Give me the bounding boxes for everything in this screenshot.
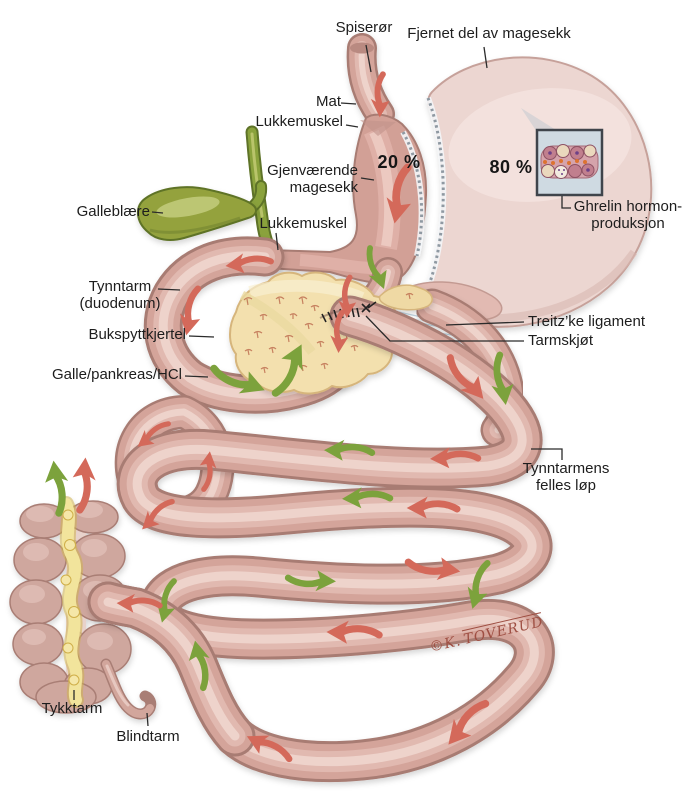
red-flow-arrow bbox=[404, 557, 461, 580]
green-flow-arrow bbox=[467, 560, 491, 609]
red-flow-arrow bbox=[142, 498, 175, 530]
red-flow-arrow bbox=[430, 447, 482, 469]
red-flow-arrow bbox=[179, 285, 202, 336]
label-tynntarm-duodenum: Tynntarm (duodenum) bbox=[79, 278, 161, 312]
pancreas-shape bbox=[229, 271, 433, 395]
label-galle-pankreas-hcl: Galle/pankreas/HCl bbox=[51, 366, 182, 383]
red-flow-arrow bbox=[199, 451, 217, 492]
leader-fjernet bbox=[483, 46, 488, 69]
ghrelin-inset bbox=[521, 108, 604, 197]
red-flow-arrow bbox=[370, 71, 390, 118]
label-blindtarm: Blindtarm bbox=[116, 728, 180, 745]
red-flow-arrow bbox=[338, 274, 357, 319]
leader-gjenvarende bbox=[360, 177, 375, 181]
label-ghrelin: Ghrelin hormon- produksjon bbox=[573, 198, 683, 232]
red-flow-arrow bbox=[330, 309, 349, 354]
red-flow-arrow bbox=[225, 253, 274, 274]
leader-tynntarmens bbox=[531, 448, 563, 460]
flow-arrows bbox=[45, 71, 514, 763]
green-flow-arrow bbox=[284, 570, 336, 592]
label-20-percent: 20 % bbox=[377, 152, 421, 172]
colon-shape bbox=[9, 496, 157, 720]
removed-stomach-shape bbox=[398, 56, 653, 328]
leader-mat bbox=[340, 102, 357, 105]
red-flow-arrow bbox=[448, 699, 490, 745]
label-mat: Mat bbox=[315, 93, 341, 110]
label-tykktarm: Tykktarm bbox=[41, 700, 103, 717]
label-lukkemuskel-nedre: Lukkemuskel bbox=[259, 215, 347, 232]
label-fjernet-del: Fjernet del av magesekk bbox=[407, 25, 571, 42]
green-flow-arrow bbox=[324, 439, 376, 461]
label-tynntarmens-felles-lop: Tynntarmens felles løp bbox=[522, 460, 610, 494]
leader-lukkemuskel-nedre bbox=[275, 232, 279, 251]
leader-lines bbox=[73, 44, 571, 727]
green-flow-arrow bbox=[188, 640, 210, 692]
cardia-sphincter-band bbox=[360, 120, 396, 136]
green-flow-arrow bbox=[342, 487, 394, 509]
leader-lukkemuskel-ovre bbox=[345, 124, 359, 128]
red-flow-arrow bbox=[386, 163, 412, 224]
leader-tynntarm bbox=[157, 288, 181, 291]
leader-bukspyttkjertel bbox=[188, 335, 215, 338]
label-gjenvarende-magesekk: Gjenværende magesekk bbox=[267, 162, 358, 196]
leader-blindtarm bbox=[146, 712, 149, 727]
red-flow-arrow bbox=[116, 593, 163, 613]
gallbladder-shape bbox=[137, 186, 257, 241]
red-flow-arrow bbox=[446, 354, 484, 399]
label-galleblare: Galleblære bbox=[76, 203, 150, 220]
red-flow-arrow bbox=[137, 421, 171, 447]
staple-line bbox=[401, 131, 424, 257]
leader-ghrelin bbox=[561, 196, 571, 209]
leader-galle-hcl bbox=[184, 375, 209, 378]
red-flow-arrow bbox=[72, 457, 96, 514]
green-flow-arrow bbox=[271, 344, 303, 397]
label-spiseror: Spiserør bbox=[335, 19, 393, 36]
green-flow-arrow bbox=[491, 351, 514, 406]
green-flow-arrow bbox=[366, 245, 387, 289]
label-lukkemuskel-ovre: Lukkemuskel bbox=[255, 113, 343, 130]
leader-galleblare bbox=[151, 211, 164, 214]
leader-tarmskjot bbox=[365, 315, 524, 342]
label-treitzke-ligament: Treitz’ke ligament bbox=[528, 313, 645, 330]
green-flow-arrow bbox=[45, 460, 69, 517]
label-bukspyttkjertel: Bukspyttkjertel bbox=[88, 326, 186, 343]
label-tarmskjot: Tarmskjøt bbox=[528, 332, 593, 349]
esophagus-cut-end bbox=[350, 42, 374, 54]
leader-spiseror bbox=[365, 44, 372, 73]
red-flow-arrow bbox=[406, 496, 461, 519]
red-flow-arrow bbox=[326, 620, 383, 644]
label-80-percent: 80 % bbox=[489, 157, 533, 177]
green-flow-arrow bbox=[210, 364, 265, 394]
leader-treitz bbox=[445, 321, 525, 326]
red-flow-arrow bbox=[246, 735, 293, 763]
pancreas-tail bbox=[378, 284, 433, 311]
sleeve-stomach-shape bbox=[259, 113, 428, 284]
